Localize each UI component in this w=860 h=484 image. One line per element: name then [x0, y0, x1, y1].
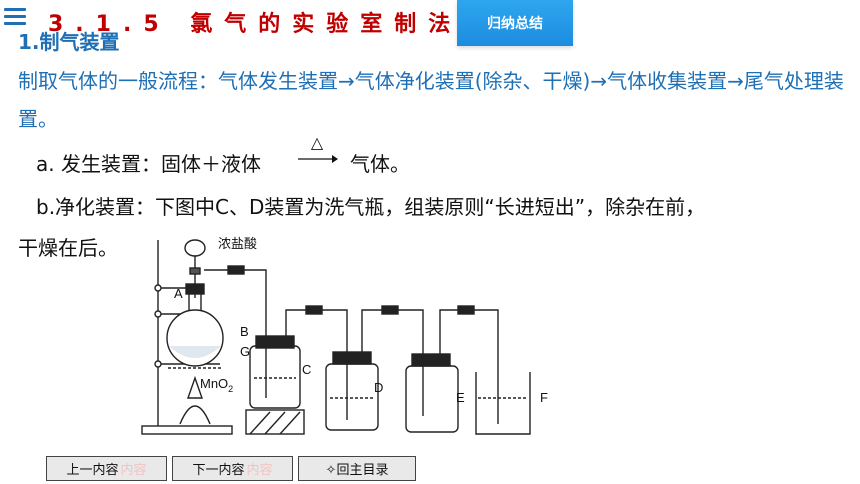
acid-label: 浓盐酸	[218, 236, 257, 251]
gas-product-text: 气体。	[350, 152, 410, 176]
label-c: C	[302, 362, 311, 377]
label-g: G	[240, 344, 250, 359]
prev-content-label: 上一内容	[66, 463, 119, 478]
label-b: B	[240, 324, 249, 339]
next-content-button[interactable]: 下一内容内容	[172, 456, 293, 481]
mno2-text: MnO	[200, 376, 228, 391]
prev-content-button[interactable]: 上一内容内容	[46, 456, 167, 481]
apparatus-diagram: 浓盐酸 A B G MnO2 C D E F	[140, 228, 560, 444]
mno2-label: MnO2	[200, 376, 233, 394]
drying-line: 干燥在后。	[18, 236, 118, 260]
home-directory-button[interactable]: ✧回主目录	[298, 456, 416, 481]
next-content-label: 下一内容	[192, 463, 245, 478]
label-d: D	[374, 380, 383, 395]
prev-content-ghost: 内容	[120, 463, 147, 478]
label-e: E	[456, 390, 465, 405]
page-title: 3.1.5 氯气的实验室制法	[48, 12, 463, 37]
heat-triangle-symbol: △	[311, 135, 324, 152]
purification-line: b.净化装置：下图中C、D装置为洗气瓶，组装原则“长进短出”，除杂在前，	[36, 195, 706, 219]
label-f: F	[540, 390, 548, 405]
generator-line: a. 发生装置：固体＋液体	[36, 150, 261, 178]
section-title: 1.制气装置	[18, 30, 120, 54]
label-a: A	[174, 286, 183, 301]
menu-icon[interactable]	[4, 8, 26, 29]
heat-arrow-icon: △	[296, 132, 338, 168]
generator-text: a. 发生装置：固体＋液体	[36, 152, 261, 176]
next-content-ghost: 内容	[246, 463, 273, 478]
process-intro: 制取气体的一般流程：气体发生装置→气体净化装置(除杂、干燥)→气体收集装置→尾气…	[18, 69, 844, 131]
mno2-subscript: 2	[228, 384, 233, 394]
summary-tab[interactable]: 归纳总结	[457, 0, 573, 46]
